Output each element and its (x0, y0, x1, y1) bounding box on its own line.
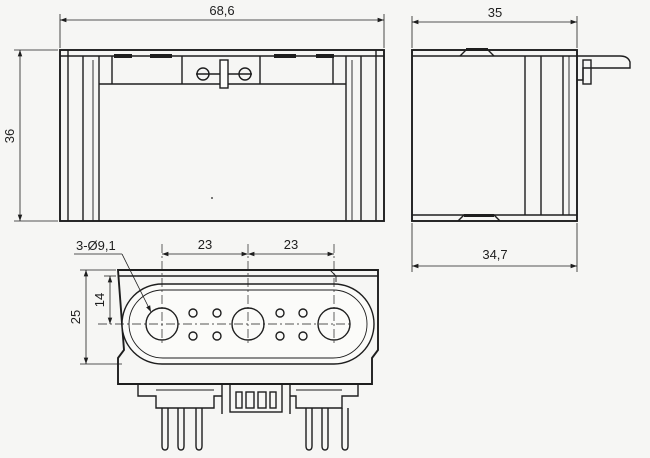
side-top-width-label: 35 (488, 5, 502, 20)
latch-symbol (196, 59, 252, 89)
inner-height-label: 14 (92, 293, 107, 307)
front-height-label: 36 (2, 129, 17, 143)
bottom-view (98, 244, 379, 451)
hole-callout-label: 3-Ø9,1 (76, 238, 116, 253)
front-width-label: 68,6 (209, 3, 234, 18)
pitch-dimensions: 23 23 (162, 237, 334, 257)
side-top-width-dimension: 35 (411, 5, 578, 48)
inner-height-dimension: 14 (92, 275, 116, 324)
pitch-right-label: 23 (284, 237, 298, 252)
side-view (411, 48, 631, 222)
pitch-left-label: 23 (198, 237, 212, 252)
pin-holes (188, 308, 308, 341)
side-bottom-width-dimension: 34,7 (411, 223, 578, 272)
overall-height-dimension: 25 (68, 269, 122, 365)
side-bottom-width-label: 34,7 (482, 247, 507, 262)
front-height-dimension: 36 (2, 49, 58, 222)
overall-height-label: 25 (68, 310, 83, 324)
hole-diameter-callout: 3-Ø9,1 (74, 238, 152, 313)
side-terminal-tab (577, 55, 631, 85)
front-width-dimension: 68,6 (59, 3, 385, 48)
front-view (59, 49, 385, 222)
terminal-pins (161, 408, 349, 451)
